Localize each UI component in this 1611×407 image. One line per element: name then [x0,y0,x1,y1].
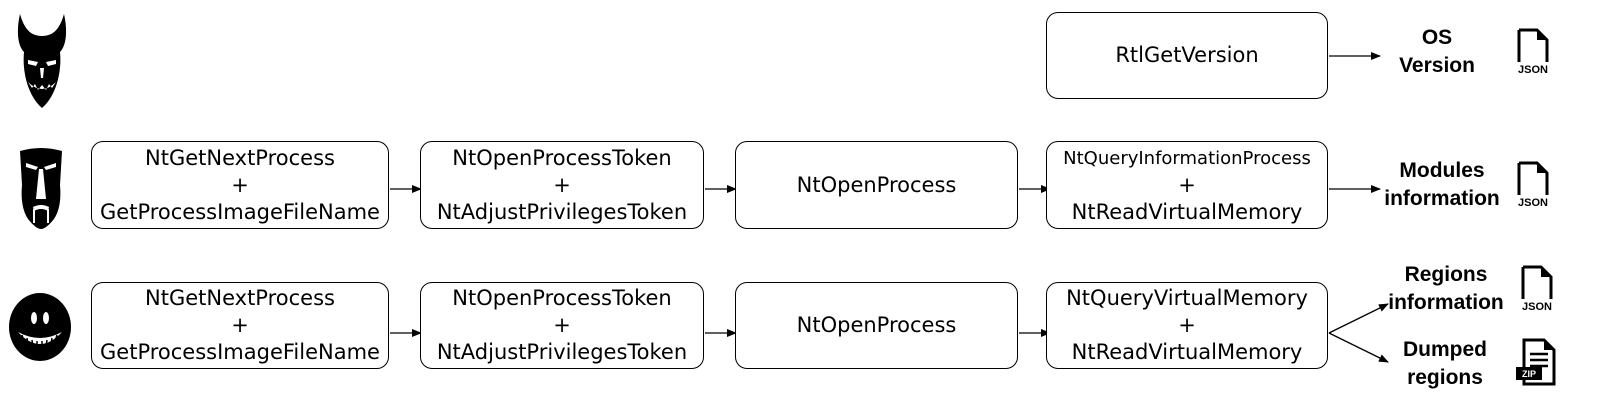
output-label-line: Regions [1404,263,1488,286]
box-text: GetProcessImageFileName [100,199,380,224]
file-type-label: JSON [1518,197,1548,209]
box-text: RtlGetVersion [1115,43,1259,67]
output-label-line: OS [1421,26,1453,49]
box-text: + [553,172,571,197]
box-text: NtOpenProcessToken [452,145,672,170]
output-label-line: Modules [1399,159,1485,182]
box-text: NtGetNextProcess [145,145,335,170]
row2-ntopenprocesstoken-box: NtOpenProcessToken + NtAdjustPrivilegesT… [420,141,704,229]
file-type-label: ZIP [1522,369,1536,379]
dumped-regions-output: Dumped regions [1390,336,1500,392]
box-text: GetProcessImageFileName [100,340,380,364]
box-text: NtGetNextProcess [145,286,335,310]
tribal-mask-icon [20,148,62,229]
output-label-line: information [1384,187,1500,210]
box-text: NtQueryVirtualMemory [1066,286,1308,310]
file-type-label: JSON [1522,301,1552,313]
json-file-icon: JSON [1521,265,1553,313]
os-version-output: OS Version [1392,24,1482,80]
output-label-line: Dumped [1403,338,1487,361]
row3-ntqueryvirtualmemory-box: NtQueryVirtualMemory + NtReadVirtualMemo… [1046,282,1328,369]
box-text: + [231,313,249,337]
box-text: NtOpenProcessToken [452,286,672,310]
json-file-icon: JSON [1517,161,1549,209]
modules-information-output: Modules information [1374,157,1510,213]
horned-mask-icon [17,14,67,108]
row2-ntgetnextprocess-box: NtGetNextProcess + GetProcessImageFileNa… [91,141,389,229]
box-text: + [231,172,249,197]
box-text: NtQueryInformationProcess [1063,147,1311,169]
output-label-line: regions [1407,366,1483,389]
box-text: NtAdjustPrivilegesToken [436,199,688,224]
box-text: NtOpenProcess [796,172,957,197]
output-label-line: Version [1399,54,1475,77]
arrow-row3-to-dumped-regions [1328,332,1389,363]
regions-information-output: Regions information [1378,261,1514,317]
row2-ntopenprocess-box: NtOpenProcess [735,141,1018,229]
skull-mask-icon [9,293,71,361]
box-text: + [1178,172,1196,197]
box-text: NtAdjustPrivilegesToken [436,340,688,364]
row2-ntqueryinformationprocess-box: NtQueryInformationProcess + NtReadVirtua… [1046,141,1328,229]
rtlgetversion-box: RtlGetVersion [1046,12,1328,99]
box-text: NtOpenProcess [796,313,957,337]
row3-ntopenprocess-box: NtOpenProcess [735,282,1018,369]
row3-ntgetnextprocess-box: NtGetNextProcess + GetProcessImageFileNa… [91,282,389,369]
box-text: + [1178,313,1196,337]
file-type-label: JSON [1518,64,1548,76]
arrow-row3-to-regions-information [1328,303,1389,334]
row3-ntopenprocesstoken-box: NtOpenProcessToken + NtAdjustPrivilegesT… [420,282,704,369]
output-label-line: information [1388,291,1504,314]
box-text: NtReadVirtualMemory [1071,340,1303,364]
box-text: NtReadVirtualMemory [1071,199,1303,224]
box-text: + [553,313,571,337]
json-file-icon: JSON [1517,28,1549,76]
zip-file-icon: ZIP [1516,338,1556,386]
